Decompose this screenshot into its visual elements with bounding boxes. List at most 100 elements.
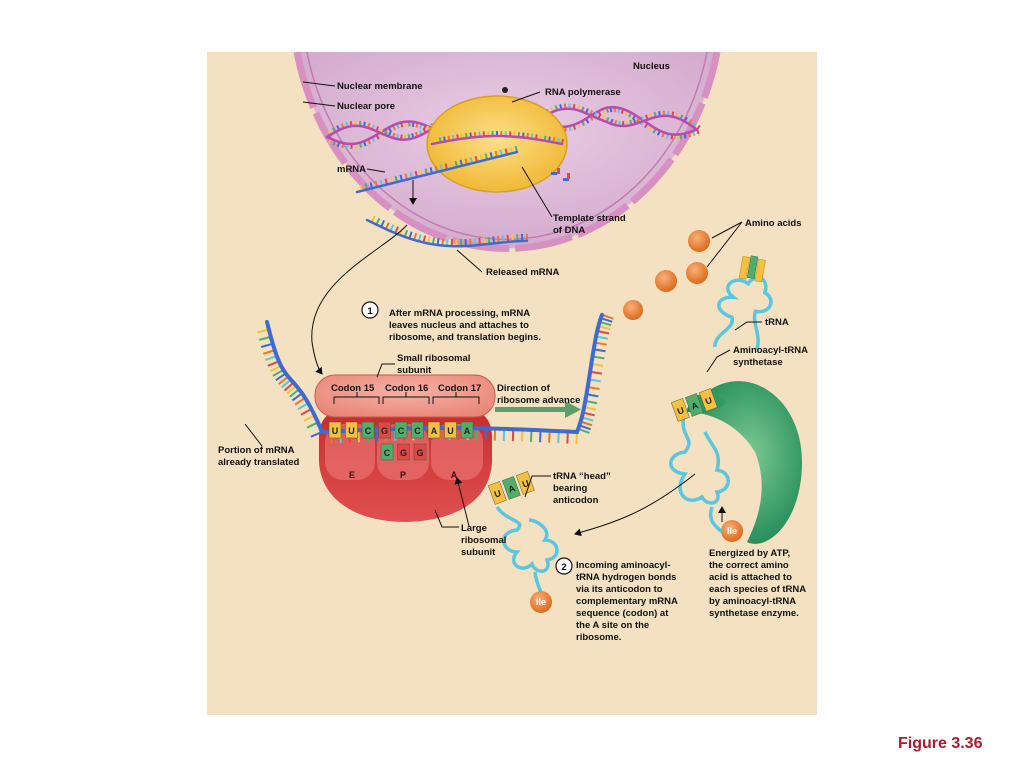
rna-polymerase-label: RNA polymerase [545, 87, 621, 98]
incoming-ile-label: Ile [536, 597, 546, 607]
template-strand-label-1: Template strand [553, 213, 626, 224]
synthetase-anticodon-base: A [684, 393, 704, 417]
small-ribosomal-subunit [314, 374, 496, 418]
trna-head-label-3: anticodon [553, 495, 599, 506]
step-2-line: via its anticodon to [576, 584, 663, 595]
nucleotide-tick [586, 393, 599, 398]
step-2-badge [555, 557, 573, 575]
codon-17-label: Codon 17 [438, 383, 481, 394]
step-2-text: Incoming aminoacyl- tRNA hydrogen bonds … [576, 560, 678, 643]
incoming-anticodon-base: A [501, 476, 521, 500]
nucleotide-tick [303, 414, 316, 422]
nuclear-membrane-label: Nuclear membrane [337, 81, 423, 92]
codon-base [444, 421, 457, 439]
energized-line: by aminoacyl-tRNA [709, 596, 796, 607]
energized-line: each species of tRNA [709, 584, 806, 595]
codon-base-label: C [398, 426, 405, 436]
codon-base-label: C [365, 426, 372, 436]
anticodon-base-label: C [384, 448, 391, 458]
amino-acid [655, 270, 677, 292]
incoming-amino-acid-ile [530, 591, 552, 613]
step-2-line: tRNA hydrogen bonds [576, 572, 676, 583]
site-p-label: P [400, 470, 406, 480]
large-subunit-label-2: ribosomal [461, 535, 506, 546]
codon-base-label: U [447, 426, 454, 436]
nucleotide-tick [275, 372, 287, 381]
anticodon-base [413, 443, 427, 461]
small-subunit-label-2: subunit [397, 365, 432, 376]
svg-text:U: U [493, 488, 503, 500]
codon-15-label: Codon 15 [331, 383, 375, 394]
codon-base-label: U [332, 426, 339, 436]
site-a-label: A [451, 470, 458, 480]
small-subunit-label-1: Small ribosomal [397, 353, 470, 364]
svg-text:U: U [704, 395, 714, 407]
step-2-number: 2 [561, 562, 566, 573]
codon-16-label: Codon 16 [385, 383, 428, 394]
codon-base-label: G [381, 426, 388, 436]
step-1-line-3: ribosome, and translation begins. [389, 332, 541, 343]
amino-acid [688, 230, 710, 252]
nucleotide-tick [297, 402, 309, 411]
nucleotide-tick [286, 385, 297, 395]
synthetase-anticodon-base: U [670, 398, 690, 422]
codon-base-label: A [431, 426, 438, 436]
codon-base [361, 421, 375, 439]
nucleotide-tick [557, 431, 560, 444]
direction-label-1: Direction of [497, 383, 551, 394]
mrna-label: mRNA [337, 164, 366, 175]
free-nucleotides [551, 168, 570, 181]
strand-backbone [430, 134, 564, 146]
step-2-line: ribosome. [576, 632, 621, 643]
codon-base-label: A [464, 426, 471, 436]
nucleotide-tick [599, 320, 612, 327]
trna-label: tRNA [765, 317, 789, 328]
direction-label-2: ribosome advance [497, 395, 580, 406]
step-2-line: sequence (codon) at [576, 608, 669, 619]
energized-line: Energized by ATP, [709, 548, 790, 559]
anticodon-base [397, 443, 410, 461]
step-2-line: the A site on the [576, 620, 649, 631]
amino-acids [623, 230, 710, 320]
polymerase-marker [502, 87, 508, 93]
step-1-number: 1 [367, 306, 373, 317]
energized-line: acid is attached to [709, 572, 792, 583]
energized-line: the correct amino [709, 560, 789, 571]
free-trna [712, 255, 773, 350]
nucleotide-tick [566, 431, 569, 444]
nucleotide-tick [283, 381, 295, 392]
codon-base [427, 421, 441, 439]
codon-base [394, 421, 408, 439]
ile-label: Ile [727, 526, 737, 536]
codon-base [411, 421, 424, 439]
nucleotide-tick [263, 349, 276, 355]
nucleotide-tick [260, 342, 274, 348]
synthetase-anticodon-base: U [698, 388, 718, 412]
svg-text:A: A [507, 483, 517, 495]
incoming-anticodon-base: U [515, 471, 535, 495]
bound-trna [669, 411, 730, 534]
codon-base [378, 421, 391, 439]
large-subunit-label-1: Large [461, 523, 487, 534]
energized-line: synthetase enzyme. [709, 608, 799, 619]
amino-acid [623, 300, 643, 320]
svg-text:U: U [521, 478, 531, 490]
anticodon-base [380, 443, 394, 461]
nucleotide-tick [595, 335, 609, 340]
step-1-line-2: leaves nucleus and attaches to [389, 320, 529, 331]
nucleotide-tick [588, 378, 601, 383]
nucleotide-tick [598, 325, 611, 331]
nuclear-pore-label: Nuclear pore [337, 101, 395, 112]
svg-text:A: A [690, 400, 700, 412]
nucleotide-tick [583, 406, 597, 411]
amino-acid-ile [721, 520, 743, 542]
anticodon-base-label: G [400, 448, 407, 458]
figure-label: Figure 3.36 [898, 735, 983, 752]
codon-base [460, 421, 474, 439]
